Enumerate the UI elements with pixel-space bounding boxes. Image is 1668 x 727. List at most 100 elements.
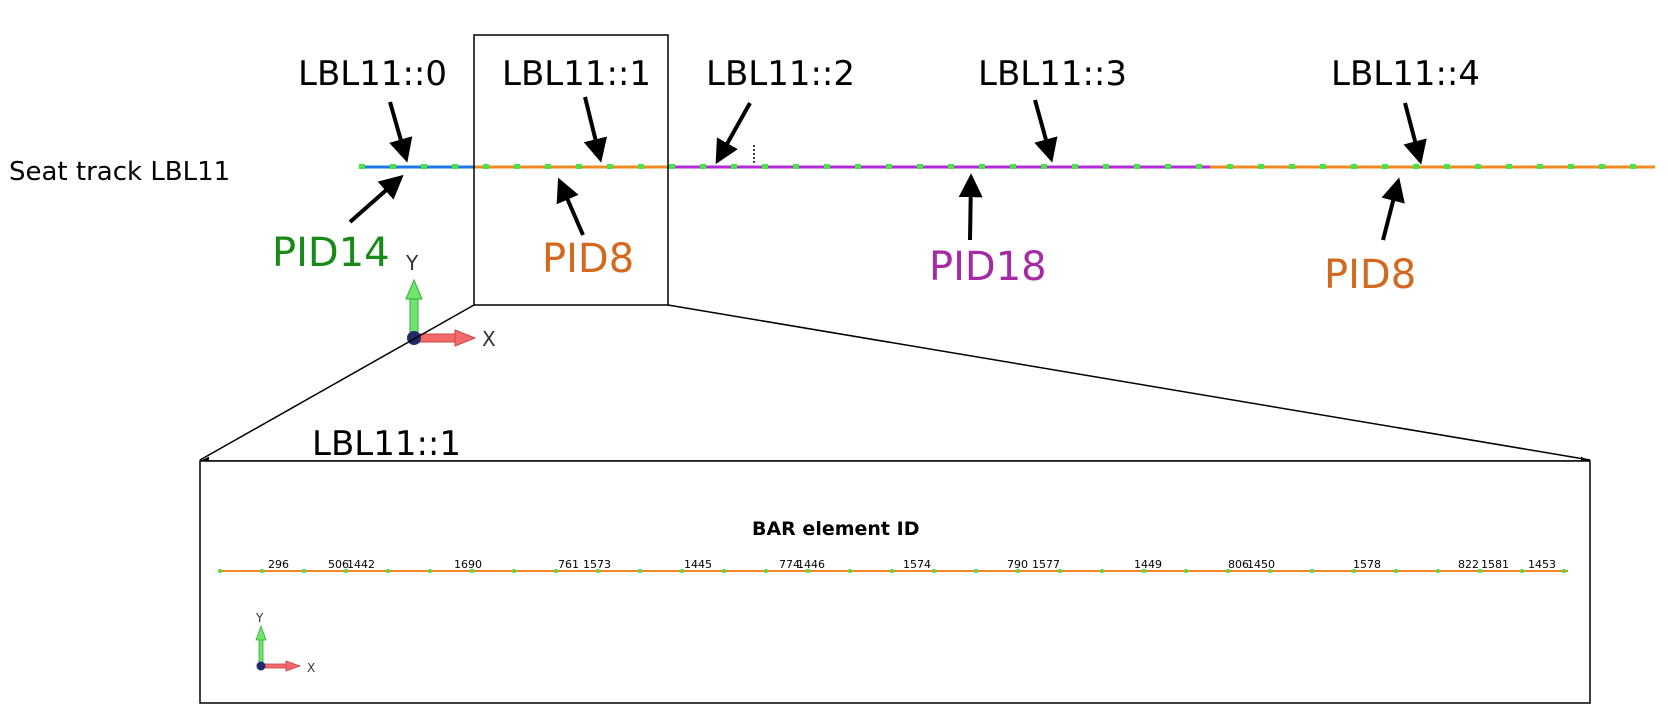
track-node [638, 164, 644, 169]
axis-origin-small [256, 661, 266, 671]
element-id: 790 [1007, 558, 1028, 571]
track-node [576, 164, 582, 169]
segment-arrows [388, 96, 1427, 165]
track-nodes [359, 164, 1636, 169]
track-node [1599, 164, 1605, 169]
track-node [1320, 164, 1326, 169]
inset-title: BAR element ID [752, 518, 919, 540]
x-axis-shaft [417, 333, 457, 343]
inset-node [1562, 569, 1566, 573]
inset-node [1520, 569, 1524, 573]
axis-origin [407, 331, 421, 345]
inset-node [1142, 569, 1146, 573]
pid-arrow-0 [348, 174, 404, 224]
track-node [886, 164, 892, 169]
track-node [1475, 164, 1481, 169]
segment-label-0: LBL11::0 [298, 54, 447, 94]
track-node [1382, 164, 1388, 169]
zoom-connector-right [667, 304, 1591, 461]
element-id: 1446 [797, 558, 825, 571]
track-node [917, 164, 923, 169]
zoom-frame [473, 34, 669, 306]
segment-arrow-4 [1403, 102, 1427, 165]
track-node [1444, 164, 1450, 169]
track-node [1165, 164, 1171, 169]
element-id: 1690 [454, 558, 482, 571]
element-id: 1442 [347, 558, 375, 571]
inset-node [260, 569, 264, 573]
axis-triad-inset: Y X [255, 611, 315, 675]
track-node [1072, 164, 1078, 169]
pid-label-2: PID18 [929, 244, 1047, 290]
segment-arrow-0 [388, 101, 413, 163]
x-axis-shaft-small [262, 663, 288, 669]
element-id: 1449 [1134, 558, 1162, 571]
track-node [483, 164, 489, 169]
track-node [793, 164, 799, 169]
element-id-labels: 296 506 1442 1690 761 1573 1445 774 1446… [268, 558, 1556, 571]
y-axis-arrowhead-small [255, 624, 267, 641]
main-track [359, 145, 1655, 169]
track-node [1258, 164, 1264, 169]
track-node [421, 164, 427, 169]
track-node [1134, 164, 1140, 169]
track-node [1289, 164, 1295, 169]
inset-node [638, 569, 642, 573]
inset-node [806, 569, 810, 573]
segment-arrow-3 [1033, 99, 1058, 163]
y-axis-label-small: Y [255, 611, 264, 625]
inset-node [932, 569, 936, 573]
element-id: 774 [779, 558, 800, 571]
track-node [390, 164, 396, 169]
inset-node [1478, 569, 1482, 573]
inset-node [1016, 569, 1020, 573]
inset-node [1310, 569, 1314, 573]
pid-label-1: PID8 [542, 236, 634, 282]
x-axis-label-small: X [307, 661, 315, 675]
inset-node [1394, 569, 1398, 573]
inset-node [302, 569, 306, 573]
segment-label-4: LBL11::4 [1331, 54, 1480, 94]
zoom-connector-left [199, 304, 475, 461]
x-axis-label: X [482, 327, 496, 351]
track-node [979, 164, 985, 169]
track-node [1537, 164, 1543, 169]
track-node [948, 164, 954, 169]
inset-node [764, 569, 768, 573]
segment-arrow-2 [715, 102, 752, 165]
track-node [731, 164, 737, 169]
track-title: Seat track LBL11 [9, 157, 230, 187]
track-node [669, 164, 675, 169]
track-node [1630, 164, 1636, 169]
track-node [607, 164, 613, 169]
inset-node [218, 569, 222, 573]
pid-arrow-1 [556, 177, 585, 236]
inset-node [428, 569, 432, 573]
element-id: 1450 [1247, 558, 1275, 571]
track-node [1041, 164, 1047, 169]
segment-label-1: LBL11::1 [502, 54, 651, 94]
segment-label-3: LBL11::3 [978, 54, 1127, 94]
pid-arrows [348, 173, 1405, 241]
y-axis-arrowhead [405, 278, 423, 300]
pid-arrow-3 [1381, 177, 1405, 241]
inset-node [1100, 569, 1104, 573]
inset-panel [199, 460, 1591, 704]
track-node [545, 164, 551, 169]
track-node [1506, 164, 1512, 169]
inset-node [848, 569, 852, 573]
inset-node [974, 569, 978, 573]
element-id: 1574 [903, 558, 931, 571]
segment-label-2: LBL11::2 [706, 54, 855, 94]
element-id: 1581 [1481, 558, 1509, 571]
track-node [1227, 164, 1233, 169]
track-node [824, 164, 830, 169]
track-node [514, 164, 520, 169]
element-id: 806 [1228, 558, 1249, 571]
inset-node [554, 569, 558, 573]
track-node [1103, 164, 1109, 169]
inset-node [1352, 569, 1356, 573]
element-id: 1573 [583, 558, 611, 571]
element-id: 822 [1458, 558, 1479, 571]
track-node [1351, 164, 1357, 169]
